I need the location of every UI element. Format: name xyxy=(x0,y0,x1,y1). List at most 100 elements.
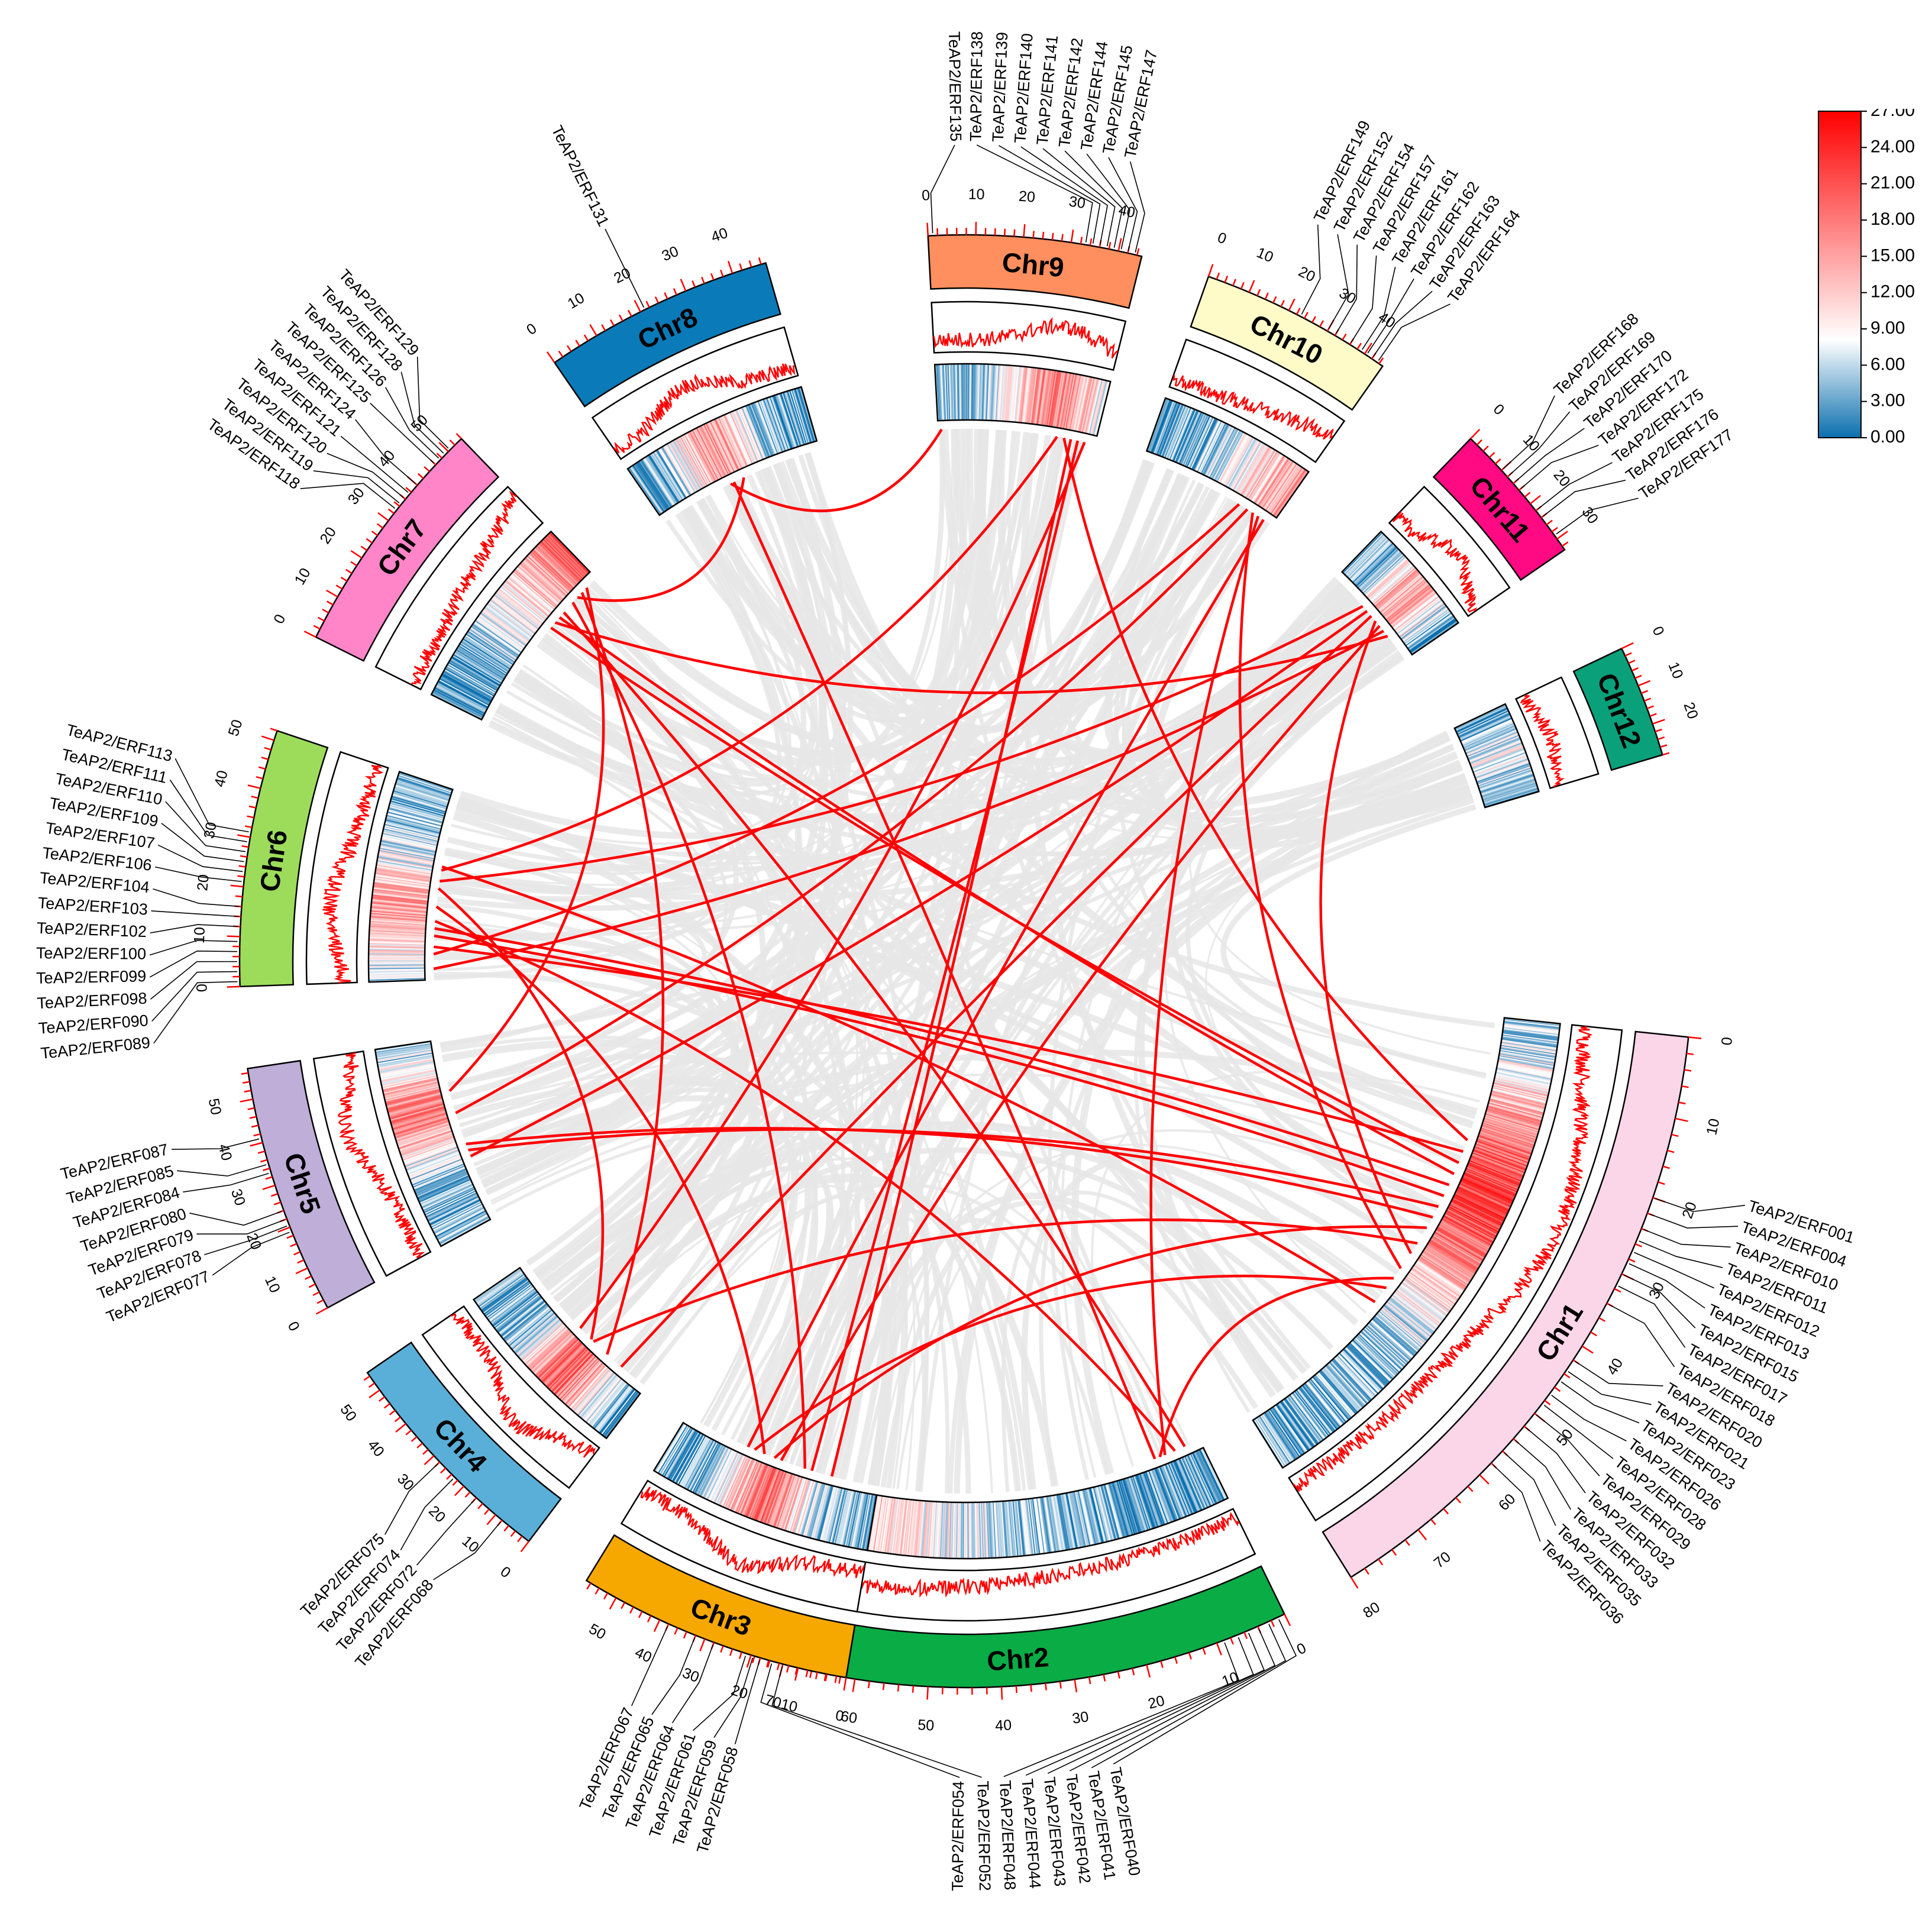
heatmap-cell xyxy=(1198,1449,1224,1501)
tick-mark xyxy=(315,1307,328,1315)
density-line xyxy=(613,363,796,454)
heatmap-cell xyxy=(1302,1384,1339,1430)
heatmap-cell xyxy=(1074,376,1087,431)
heatmap-cell xyxy=(1490,1093,1546,1108)
heatmap-cell xyxy=(747,405,769,458)
heatmap-cell xyxy=(1471,1155,1524,1177)
heatmap-cell xyxy=(579,1373,617,1418)
heatmap-cell xyxy=(698,1444,725,1496)
heatmap-cell xyxy=(479,613,526,647)
heatmap-cell xyxy=(543,538,584,578)
heatmap-cell xyxy=(571,1367,610,1411)
heatmap-cell xyxy=(1016,366,1023,423)
background-link xyxy=(434,467,822,971)
heatmap-cell xyxy=(1222,435,1251,485)
heatmap-cell xyxy=(505,580,549,618)
tick-mark xyxy=(621,1602,626,1609)
heatmap-cell xyxy=(1397,1288,1443,1323)
heatmap-cell xyxy=(655,450,686,499)
heatmap-cell xyxy=(1499,1051,1555,1062)
heatmap-cell xyxy=(791,1479,810,1533)
heatmap-cell xyxy=(1003,1501,1009,1557)
tick-mark xyxy=(1117,1671,1120,1679)
heatmap-cell xyxy=(962,364,964,421)
heatmap-cell xyxy=(375,1042,431,1052)
heatmap-cell xyxy=(370,922,426,927)
syntenic-link xyxy=(810,440,1080,1472)
tick-mark xyxy=(227,935,240,938)
heatmap-cell xyxy=(1335,1356,1375,1398)
heatmap-cell xyxy=(1502,1032,1559,1042)
heatmap-cell xyxy=(395,783,450,801)
heatmap-cell xyxy=(1055,1494,1067,1550)
heatmap-cell xyxy=(955,364,958,421)
heatmap-cell xyxy=(377,1054,434,1066)
heatmap-cell xyxy=(683,1438,712,1489)
heatmap-cell xyxy=(740,1462,763,1515)
heatmap-cell xyxy=(1185,415,1210,467)
heatmap-cell xyxy=(1418,1258,1466,1290)
heatmap-cell xyxy=(1259,458,1291,507)
heatmap-cell xyxy=(1382,1307,1426,1344)
tick-mark xyxy=(464,1491,471,1498)
tick-mark xyxy=(1524,492,1531,498)
heatmap-cell xyxy=(505,1305,549,1342)
gene-leader-line xyxy=(172,1138,260,1150)
heatmap-cell xyxy=(824,1486,839,1542)
heatmap-cell xyxy=(1068,374,1081,430)
gene-leader-line xyxy=(1108,157,1138,251)
heatmap-cell xyxy=(1460,718,1513,742)
heatmap-cell xyxy=(559,1358,599,1400)
heatmap-cell xyxy=(1497,1063,1553,1076)
heatmap-cell xyxy=(1043,1497,1053,1553)
heatmap-cell xyxy=(532,549,574,589)
heatmap-cell xyxy=(1397,1287,1443,1322)
density-line-chr4 xyxy=(421,1305,600,1489)
heatmap-cell xyxy=(1065,374,1077,429)
heatmap-cell xyxy=(1436,1229,1485,1258)
legend-tick-label: 0.00 xyxy=(1870,427,1905,446)
tick-mark xyxy=(377,512,389,522)
heatmap-cell xyxy=(1376,1313,1420,1351)
heatmap-cell xyxy=(1156,402,1178,455)
tick-mark xyxy=(1649,713,1657,717)
heatmap-cell xyxy=(1409,618,1456,652)
heatmap-chr8 xyxy=(626,386,818,516)
gene-leader-line xyxy=(1378,303,1450,361)
density-line xyxy=(1293,1026,1593,1492)
heatmap-cell xyxy=(1483,786,1538,804)
heatmap-cell xyxy=(390,801,445,818)
heatmap-cell xyxy=(1433,1233,1482,1263)
tick-mark xyxy=(589,324,597,337)
heatmap-cell xyxy=(547,534,588,575)
heatmap-cell xyxy=(642,458,674,507)
heatmap-cell xyxy=(1464,728,1517,752)
heatmap-cell xyxy=(396,778,451,797)
heatmap-cell xyxy=(1481,1125,1536,1144)
heatmap-cell xyxy=(1363,555,1406,594)
density-line xyxy=(1172,374,1334,440)
heatmap-cell xyxy=(845,1491,858,1547)
heatmap-cell xyxy=(537,544,579,585)
tick-mark xyxy=(1132,1668,1135,1676)
heatmap-cell xyxy=(1026,1498,1035,1555)
heatmap-cell xyxy=(1438,1224,1488,1253)
heatmap-cell xyxy=(744,406,767,459)
heatmap-cell xyxy=(1362,553,1404,593)
heatmap-cell xyxy=(589,1381,626,1426)
gene-leader-line xyxy=(1575,1360,1663,1387)
heatmap-cell xyxy=(1268,466,1301,513)
syntenic-link xyxy=(558,616,1455,1175)
heatmap-cell xyxy=(946,1502,950,1559)
heatmap-cell xyxy=(1068,1492,1081,1548)
heatmap-cell xyxy=(412,1163,464,1186)
heatmap-cell xyxy=(938,1502,942,1559)
background-link xyxy=(1019,432,1284,1392)
heatmap-cell xyxy=(391,1110,446,1127)
heatmap-cell xyxy=(1152,400,1174,454)
heatmap-cell xyxy=(1247,451,1278,500)
heatmap-cell xyxy=(542,1342,583,1384)
heatmap-cell xyxy=(1329,1361,1369,1404)
heatmap-cell xyxy=(1286,1397,1321,1443)
heatmap-cell xyxy=(413,1166,466,1189)
